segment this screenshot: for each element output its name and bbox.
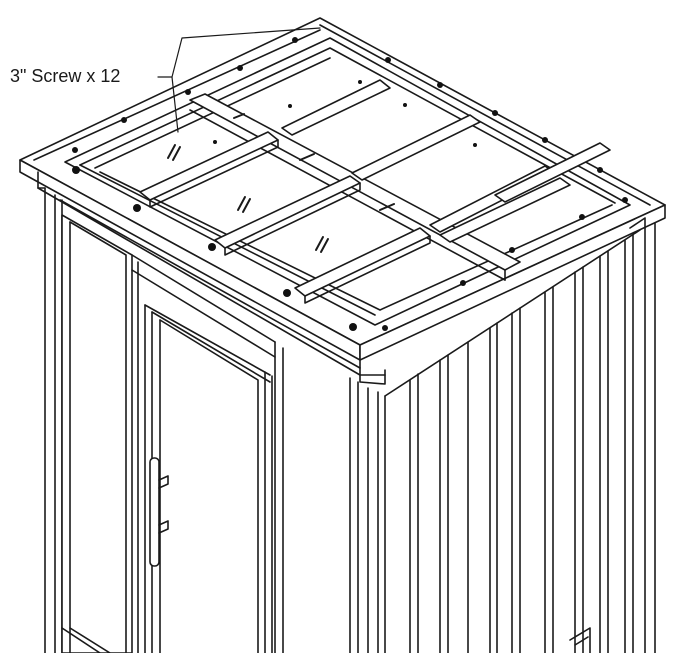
bolt-holes: [72, 37, 628, 331]
right-wall-panels: [384, 221, 656, 653]
screw-callout-label: 3" Screw x 12: [10, 66, 121, 86]
door-handle: [149, 457, 169, 567]
door: [61, 254, 276, 653]
corner-post: [274, 341, 386, 653]
roof-joists: [139, 79, 611, 304]
callout-leader: [157, 27, 321, 133]
screw-marks: [167, 113, 395, 253]
left-wall: [44, 187, 133, 653]
